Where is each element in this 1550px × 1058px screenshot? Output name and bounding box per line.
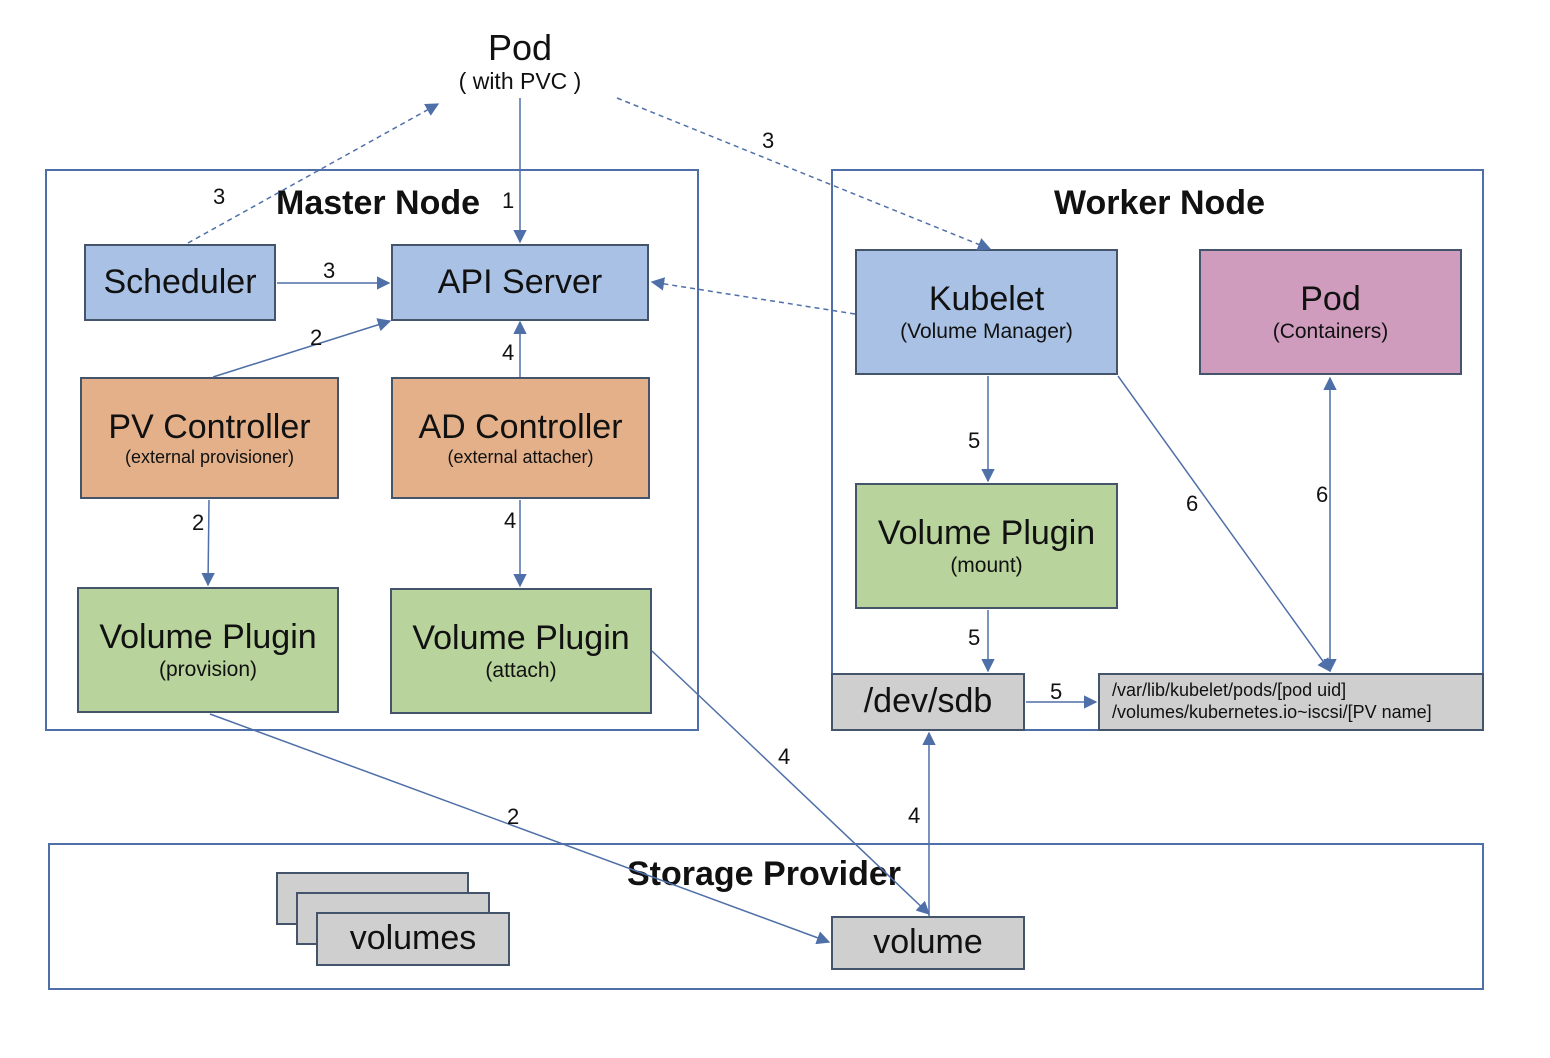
step-label-device-to-path: 5 [1050, 679, 1063, 704]
step-label-kubelet-to-path: 6 [1186, 491, 1199, 516]
pv-controller-subtitle: (external provisioner) [124, 446, 295, 467]
device-label: /dev/sdb [863, 682, 993, 721]
volume-plugin-provision-title: Volume Plugin [99, 617, 317, 656]
step-label-kubelet-to-plugin: 5 [968, 428, 981, 453]
edge-kubelet-to-path [1117, 375, 1331, 673]
kubelet-title: Kubelet [928, 279, 1045, 318]
pv-controller-title: PV Controller [108, 407, 311, 446]
mount-path-line2: /volumes/kubernetes.io~iscsi/[PV name] [1112, 702, 1432, 722]
step-label-ad-to-plugin: 4 [504, 508, 517, 533]
storage-provider-title: Storage Provider [627, 855, 901, 893]
pod-subtitle: ( with PVC ) [458, 67, 582, 94]
step-label-scheduler-to-pod: 3 [213, 184, 226, 209]
volumes-label: volumes [349, 919, 477, 958]
edge-kubelet-to-api [650, 277, 856, 315]
edge-plugin-provision-to-volume [209, 713, 831, 945]
edge-pod-to-kubelet [616, 97, 992, 251]
volume-plugin-mount-subtitle: (mount) [950, 553, 1023, 577]
step-label-pod-to-path: 6 [1316, 482, 1329, 507]
pod-with-pvc: Pod ( with PVC ) [420, 28, 620, 95]
volume-box: volume [831, 916, 1025, 970]
volume-plugin-attach-title: Volume Plugin [412, 618, 630, 657]
volume-plugin-provision-subtitle: (provision) [158, 657, 258, 681]
step-label-pod-to-api: 1 [502, 188, 515, 213]
step-label-pv-to-api: 2 [310, 325, 323, 350]
step-label-plugin-provision-to-volume: 2 [507, 804, 520, 829]
volume-plugin-attach-subtitle: (attach) [485, 658, 557, 682]
kubelet-subtitle: (Volume Manager) [900, 319, 1073, 343]
volume-plugin-mount-title: Volume Plugin [877, 513, 1096, 552]
worker-node-title: Worker Node [1054, 184, 1265, 222]
step-label-pod-to-kubelet: 3 [762, 128, 775, 153]
volumes-stack-front: volumes [316, 912, 510, 966]
worker-pod-box: Pod (Containers) [1199, 249, 1462, 375]
edge-plugin-attach-to-volume [651, 650, 930, 915]
device-box: /dev/sdb [831, 673, 1025, 731]
kubelet-box: Kubelet (Volume Manager) [855, 249, 1118, 375]
mount-path-line1: /var/lib/kubelet/pods/[pod uid] [1112, 680, 1347, 701]
worker-pod-subtitle: (Containers) [1272, 319, 1389, 343]
volume-plugin-attach-box: Volume Plugin (attach) [390, 588, 652, 714]
edge-pv-to-api [212, 318, 392, 378]
ad-controller-subtitle: (external attacher) [447, 446, 594, 467]
scheduler-label: Scheduler [103, 262, 257, 301]
api-server-box: API Server [391, 244, 649, 321]
worker-pod-title: Pod [1300, 279, 1361, 318]
pv-controller-box: PV Controller (external provisioner) [80, 377, 339, 499]
edge-pv-to-plugin [201, 499, 215, 587]
ad-controller-title: AD Controller [418, 407, 623, 446]
master-node-frame [45, 169, 699, 731]
storage-provider-frame [48, 843, 1484, 990]
edge-scheduler-to-pod [187, 103, 440, 244]
step-label-ad-to-api: 4 [502, 340, 515, 365]
step-label-scheduler-to-api: 3 [323, 258, 336, 283]
step-label-plugin-attach-to-volume: 4 [778, 744, 791, 769]
api-server-label: API Server [437, 262, 603, 301]
mount-path-box: /var/lib/kubelet/pods/[pod uid] /volumes… [1098, 673, 1484, 731]
step-label-plugin-to-device: 5 [968, 625, 981, 650]
step-label-volume-to-device: 4 [908, 803, 921, 828]
pod-title: Pod [487, 27, 553, 68]
volume-plugin-provision-box: Volume Plugin (provision) [77, 587, 339, 713]
step-label-pv-to-plugin: 2 [192, 510, 205, 535]
ad-controller-box: AD Controller (external attacher) [391, 377, 650, 499]
volume-label: volume [873, 923, 983, 962]
volume-plugin-mount-box: Volume Plugin (mount) [855, 483, 1118, 609]
scheduler-box: Scheduler [84, 244, 276, 321]
master-node-title: Master Node [276, 184, 481, 222]
